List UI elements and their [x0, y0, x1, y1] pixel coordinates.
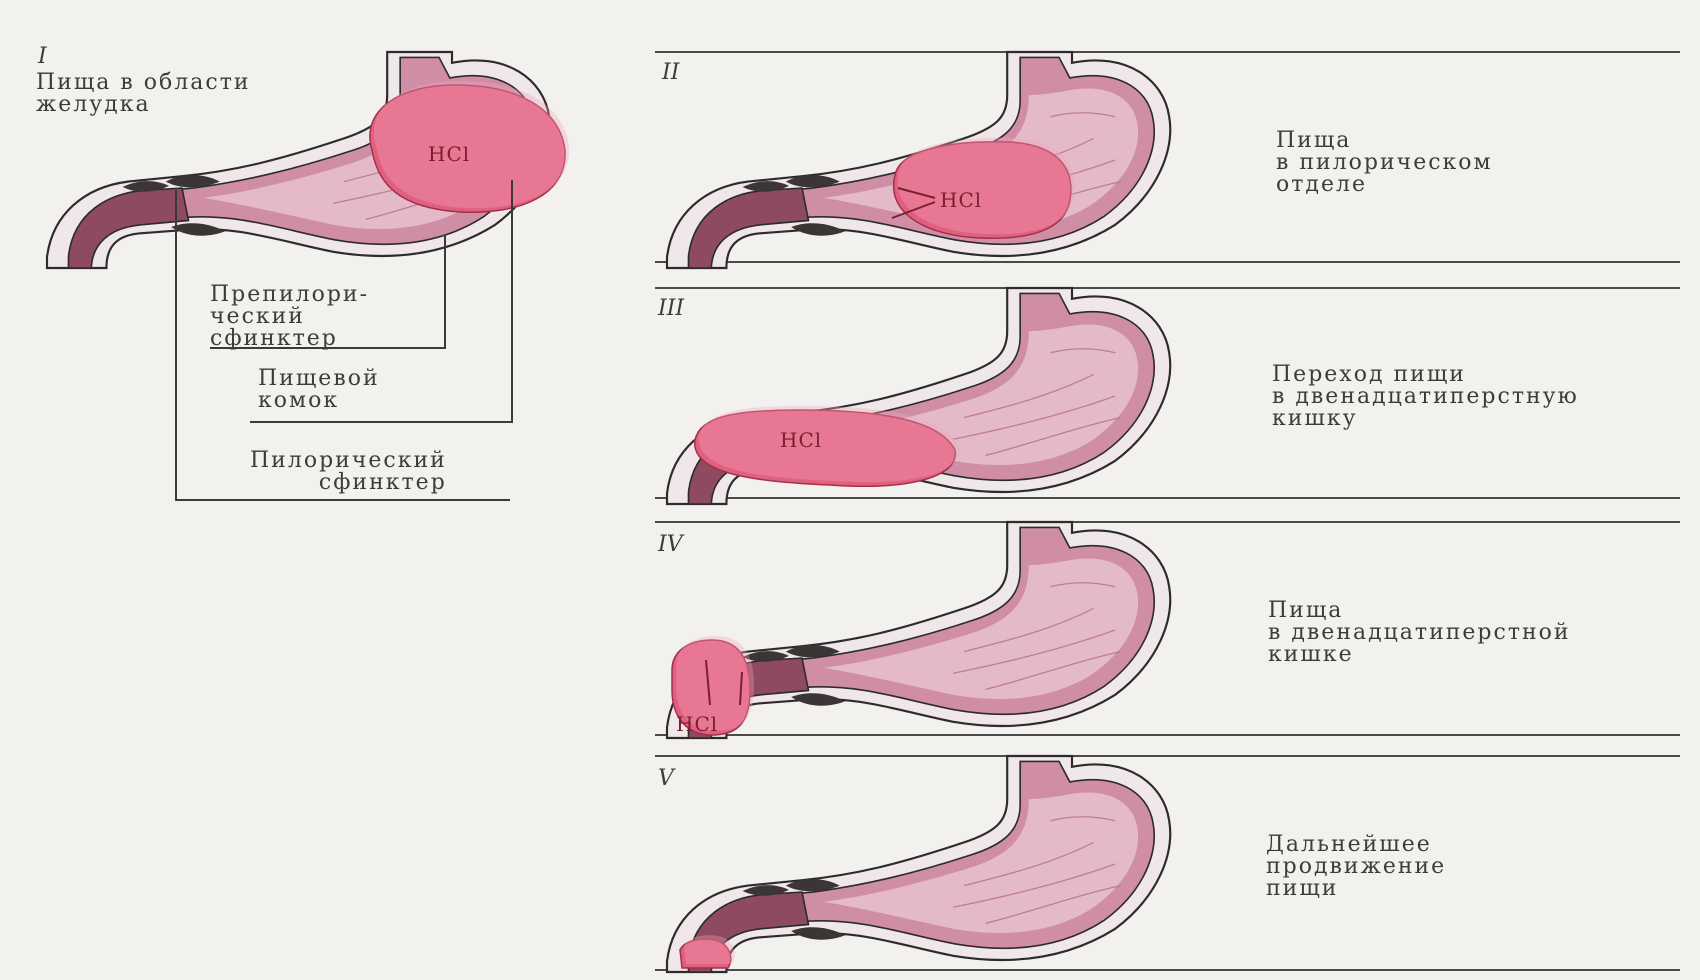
panel-1-caption: Пища в области желудка [36, 72, 251, 116]
label-food-bolus: Пищевой комок [258, 368, 380, 412]
panel-2-hcl: HCl [940, 188, 982, 212]
panel-4-hcl: HCl [676, 712, 718, 736]
bolus-panel-2 [894, 138, 1075, 238]
panel-2-caption: Пища в пилорическом отделе [1276, 130, 1493, 196]
panel-1-hcl: HCl [428, 142, 470, 166]
panel-4-numeral: IV [658, 532, 683, 557]
panel-1-numeral: I [38, 44, 47, 69]
panel-3-numeral: III [658, 296, 684, 321]
panel-2-numeral: II [662, 60, 679, 85]
panel-3-caption: Переход пищи в двенадцатиперстную кишку [1272, 364, 1579, 430]
panel-5-numeral: V [658, 766, 674, 791]
stomach-panel-5 [667, 756, 1170, 972]
label-prepyloric-sphincter: Препилори- ческий сфинктер [210, 284, 369, 350]
panel-4-caption: Пища в двенадцатиперстной кишке [1268, 600, 1571, 666]
panel-3-hcl: HCl [780, 428, 822, 452]
panel-5-caption: Дальнейшее продвижение пищи [1266, 834, 1446, 900]
label-pyloric-sphincter: Пилорический сфинктер [250, 450, 447, 494]
